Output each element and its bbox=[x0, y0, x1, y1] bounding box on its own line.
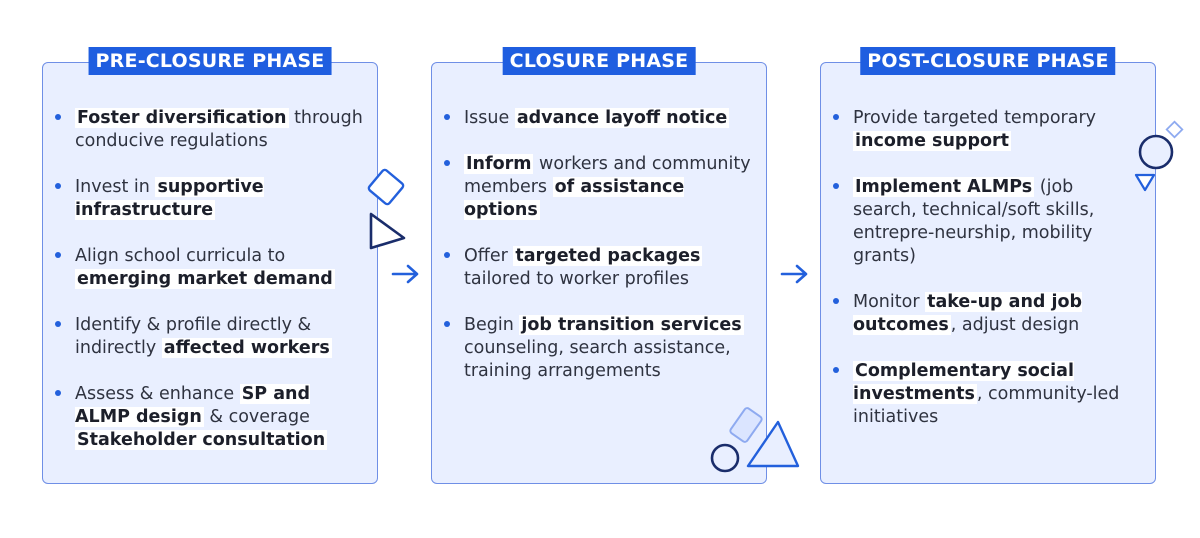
decorative-shapes-icon bbox=[1134, 120, 1184, 192]
arrow-right-icon bbox=[391, 264, 419, 284]
item-text: tailored to worker profiles bbox=[464, 269, 690, 289]
highlighted-text: Foster diversification bbox=[75, 108, 289, 128]
item-text: Begin bbox=[464, 315, 520, 335]
item-text: Invest in bbox=[75, 177, 156, 197]
highlighted-text: affected workers bbox=[161, 338, 332, 358]
item-list: Provide targeted temporary income suppor… bbox=[833, 107, 1141, 452]
phase-card-closure: CLOSURE PHASE Issue advance layoff notic… bbox=[431, 47, 767, 484]
phase-title: PRE-CLOSURE PHASE bbox=[88, 47, 332, 75]
item-text: Monitor bbox=[853, 292, 926, 312]
highlighted-text: income support bbox=[853, 131, 1011, 151]
list-item: Monitor take-up and job outcomes, adjust… bbox=[833, 291, 1141, 337]
highlighted-text: Inform bbox=[464, 154, 534, 174]
list-item: Implement ALMPs (job search, technical/s… bbox=[833, 176, 1141, 268]
list-item: Inform workers and community members of … bbox=[444, 153, 752, 222]
phase-title: CLOSURE PHASE bbox=[502, 47, 696, 75]
list-item: Provide targeted temporary income suppor… bbox=[833, 107, 1141, 153]
item-text: Provide targeted temporary bbox=[853, 108, 1097, 128]
item-text: & coverage bbox=[203, 407, 310, 427]
list-item: Complementary social investments, commun… bbox=[833, 360, 1141, 429]
phase-card-post-closure: POST-CLOSURE PHASE Provide targeted temp… bbox=[820, 47, 1156, 484]
list-item: Invest in supportive infrastructure bbox=[55, 176, 363, 222]
phase-title: POST-CLOSURE PHASE bbox=[860, 47, 1116, 75]
item-text: , adjust design bbox=[950, 315, 1080, 335]
arrow-right-icon bbox=[780, 264, 808, 284]
decorative-shapes-icon bbox=[367, 168, 406, 250]
item-text: Issue bbox=[464, 108, 515, 128]
item-text: , community-led initiatives bbox=[853, 384, 1120, 427]
list-item: Align school curricula to emerging marke… bbox=[55, 245, 363, 291]
list-item: Issue advance layoff notice bbox=[444, 107, 752, 130]
item-text: workers and community members bbox=[464, 154, 751, 197]
list-item: Assess & enhance SP and ALMP design & co… bbox=[55, 383, 363, 452]
item-text: Offer bbox=[464, 246, 514, 266]
highlighted-text: targeted packages bbox=[513, 246, 703, 266]
item-list: Foster diversification through conducive… bbox=[55, 107, 363, 475]
highlighted-text: job transition services bbox=[519, 315, 744, 335]
item-text: Assess & enhance bbox=[75, 384, 240, 404]
highlighted-text: Stakeholder consultation bbox=[75, 430, 328, 450]
item-text: Align school curricula to bbox=[75, 246, 286, 266]
list-item: Foster diversification through conducive… bbox=[55, 107, 363, 153]
highlighted-text: Implement ALMPs bbox=[853, 177, 1035, 197]
decorative-shapes-icon bbox=[710, 407, 800, 473]
list-item: Begin job transition services counseling… bbox=[444, 314, 752, 383]
highlighted-text: emerging market demand bbox=[75, 269, 335, 289]
item-text: through conducive regulations bbox=[75, 108, 363, 151]
phase-card-pre-closure: PRE-CLOSURE PHASE Foster diversification… bbox=[42, 47, 378, 484]
highlighted-text: advance layoff notice bbox=[514, 108, 730, 128]
item-text: Identify & profile directly & indirectly bbox=[75, 315, 312, 358]
item-text: (job search, technical/soft skills, entr… bbox=[853, 177, 1095, 266]
list-item: Identify & profile directly & indirectly… bbox=[55, 314, 363, 360]
list-item: Offer targeted packages tailored to work… bbox=[444, 245, 752, 291]
item-text: counseling, search assistance, training … bbox=[464, 338, 731, 381]
